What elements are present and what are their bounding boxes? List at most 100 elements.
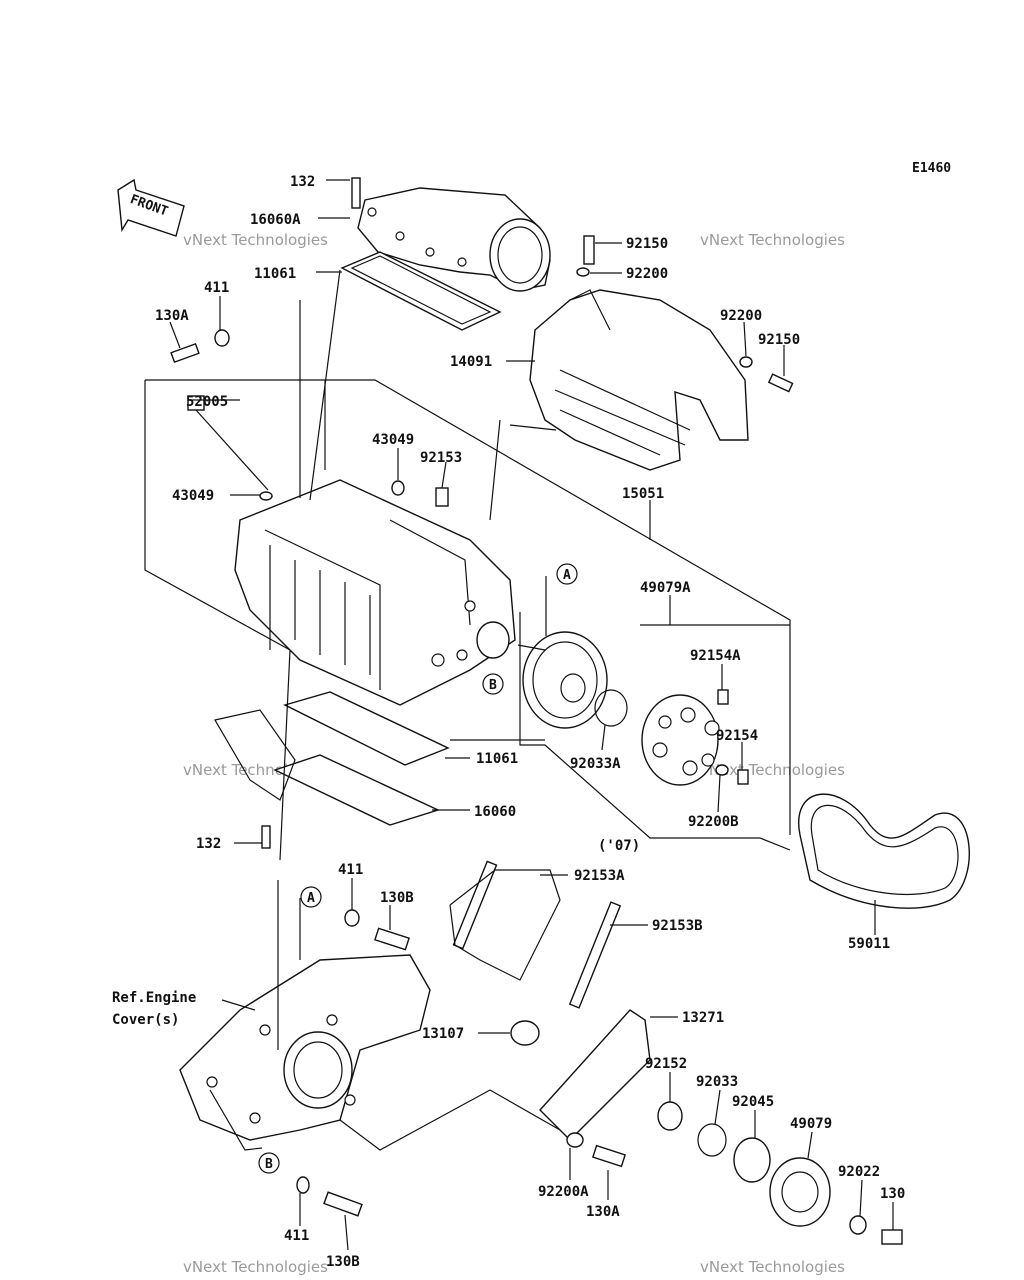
part-label: 59011 (848, 936, 890, 952)
upper-intake-cover (357, 187, 551, 292)
part-label: 14091 (450, 354, 492, 370)
bolt-92153 (435, 487, 449, 507)
bolt-132-bot (261, 825, 271, 849)
bolt-130B-mid (374, 927, 410, 951)
part-label: 15051 (622, 486, 664, 502)
snap-ring (594, 689, 628, 727)
ref-note-line1: Ref.Engine (112, 990, 196, 1006)
callout-a: A (307, 891, 315, 906)
dipstick (195, 409, 269, 491)
callout-b: B (489, 678, 497, 693)
supercharger-body (234, 479, 516, 706)
part-label: 92200 (626, 266, 668, 282)
watermark-text: vNext Technologies (700, 761, 845, 779)
washer-411-top (214, 329, 230, 347)
tensioner-13107 (510, 1020, 540, 1046)
washer-92200B (715, 764, 729, 776)
bearing-92045 (733, 1137, 771, 1183)
drive-belt (798, 793, 970, 909)
part-label: 92033 (696, 1074, 738, 1090)
bolt-92153B (568, 901, 622, 1009)
part-label: 411 (338, 862, 363, 878)
part-label: 49079 (790, 1116, 832, 1132)
bolt-130A-top (170, 342, 200, 364)
year-note: ('07) (598, 838, 640, 854)
part-label: 132 (196, 836, 221, 852)
bearing-92152 (657, 1101, 683, 1131)
washer-92022 (849, 1215, 867, 1235)
part-label: 11061 (254, 266, 296, 282)
watermarks: vNext Technologies vNext Technologies vN… (183, 231, 845, 1276)
leader-lines (169, 179, 894, 1251)
part-label: 13271 (682, 1010, 724, 1026)
part-label: 52005 (186, 394, 228, 410)
part-label: 92150 (758, 332, 800, 348)
part-label: 132 (290, 174, 315, 190)
oring-43049-b (259, 491, 273, 501)
part-label: 130A (155, 308, 189, 324)
part-label: 92200A (538, 1184, 589, 1200)
bolts (170, 177, 903, 1245)
diagram-code: E1460 (912, 161, 951, 176)
oring-43049-a (391, 480, 405, 496)
lower-gaskets (214, 691, 450, 826)
watermark-text: vNext Technologies (700, 231, 845, 249)
part-label: 16060A (250, 212, 301, 228)
part-label: 92154 (716, 728, 758, 744)
bolt-130B-bot (323, 1191, 363, 1217)
part-label: 92153B (652, 918, 703, 934)
callout-a: A (563, 568, 571, 583)
part-label: 130 (880, 1186, 905, 1202)
part-label: 92045 (732, 1094, 774, 1110)
bolt-92154 (737, 769, 749, 785)
part-label: 92153A (574, 868, 625, 884)
upper-gasket (340, 251, 502, 331)
part-label: 43049 (172, 488, 214, 504)
part-label: 130B (326, 1254, 360, 1270)
part-label: 130B (380, 890, 414, 906)
part-label: 43049 (372, 432, 414, 448)
washer-92200-a (576, 267, 590, 277)
part-label: 92033A (570, 756, 621, 772)
snap-ring-92033 (697, 1123, 727, 1157)
part-label: 92153 (420, 450, 462, 466)
watermark-text: vNext Technologies (700, 1258, 845, 1276)
bolt-92150-a (583, 235, 595, 265)
part-label: 49079A (640, 580, 691, 596)
coupling (641, 694, 720, 786)
washer-411-mid (344, 909, 360, 927)
ref-note-line2: Cover(s) (112, 1012, 179, 1028)
washer-92200-b (739, 356, 753, 368)
washer-92200A (566, 1132, 584, 1148)
bracket-13271 (539, 1009, 651, 1141)
idler-49079 (769, 1157, 831, 1227)
part-label: 92022 (838, 1164, 880, 1180)
part-labels: 132 16060A 11061 411 130A 52005 43049 92… (112, 174, 905, 1270)
part-label: 11061 (476, 751, 518, 767)
bolt-130A-bot (591, 1144, 627, 1168)
part-label: 130A (586, 1204, 620, 1220)
part-label: 411 (204, 280, 229, 296)
part-label: 92152 (645, 1056, 687, 1072)
watermark-text: vNext Technologies (183, 1258, 328, 1276)
belt-cover (529, 289, 749, 471)
part-label: 92200B (688, 814, 739, 830)
part-label: 16060 (474, 804, 516, 820)
bolt-92154A (717, 689, 729, 705)
washer-411-bot (296, 1176, 310, 1194)
bolt-92150-b (767, 373, 794, 393)
engine-cover (179, 954, 431, 1141)
callouts: A B A B (258, 563, 578, 1174)
pulley (522, 631, 608, 729)
watermark-text: vNext Technologies (183, 231, 328, 249)
reference-lines (144, 269, 791, 1151)
part-label: 13107 (422, 1026, 464, 1042)
part-label: 92200 (720, 308, 762, 324)
callout-b: B (265, 1157, 273, 1172)
part-label: 92154A (690, 648, 741, 664)
bolt-132-top (351, 177, 361, 209)
part-label: 411 (284, 1228, 309, 1244)
bolt-130 (881, 1229, 903, 1245)
front-arrow-icon: FRONT (117, 178, 185, 237)
